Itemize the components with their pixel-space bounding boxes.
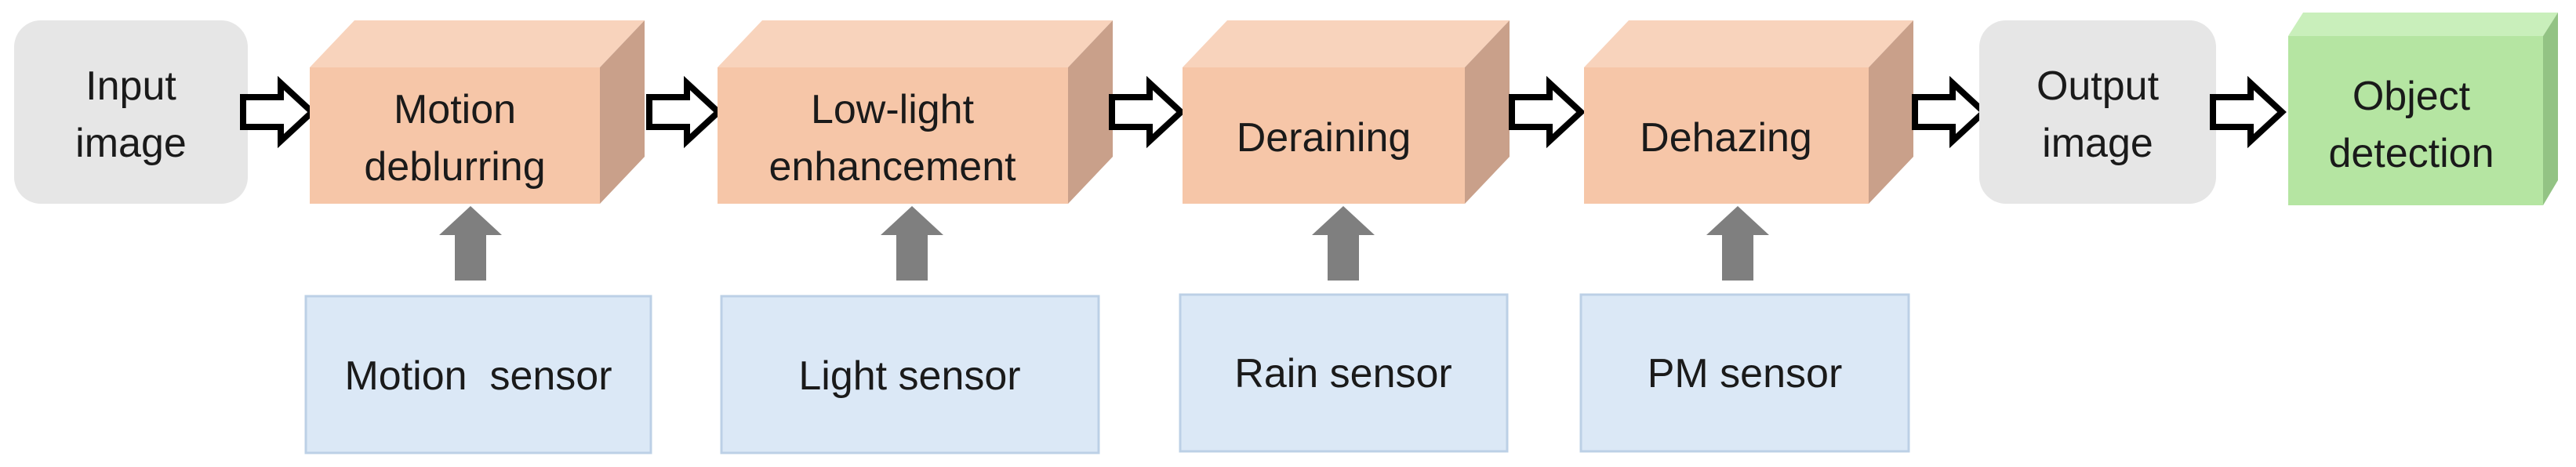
rain-sensor-box: Rain sensor: [1179, 293, 1509, 453]
output-image-label-line2: image: [2042, 121, 2153, 166]
sensor-arrow: [439, 206, 502, 281]
flow-arrow: [2210, 75, 2287, 149]
sensor-arrow: [1706, 206, 1769, 281]
input-image-label-line2: image: [75, 121, 187, 166]
object-detection-block: Object detection: [2288, 13, 2558, 205]
dehazing-block: Dehazing: [1584, 20, 1913, 204]
pm-sensor-box: PM sensor: [1579, 293, 1910, 453]
input-image-label-line1: Input: [85, 63, 176, 109]
sensor-arrow: [881, 206, 943, 281]
motion-deblurring-block: Motion deblurring: [310, 20, 645, 204]
flow-arrow: [1109, 75, 1186, 149]
pm-sensor-label: PM sensor: [1648, 351, 1843, 396]
light-sensor-label: Light sensor: [798, 353, 1020, 399]
flow-arrow: [646, 75, 723, 149]
output-image-label-line1: Output: [2036, 63, 2160, 109]
motion-sensor-label: Motion sensor: [344, 353, 612, 399]
object-detection-label-line2: detection: [2328, 131, 2494, 176]
dehazing-label: Dehazing: [1640, 115, 1812, 161]
deraining-label: Deraining: [1237, 115, 1412, 161]
deraining-block: Deraining: [1183, 20, 1510, 204]
flow-arrow: [240, 75, 317, 149]
sensor-arrow: [1312, 206, 1375, 281]
rain-sensor-label: Rain sensor: [1234, 351, 1451, 396]
output-image-box: Output image: [1979, 20, 2216, 204]
motion-deblurring-label-line1: Motion: [394, 87, 516, 132]
lowlight-enhancement-label-line1: Low-light: [811, 87, 975, 132]
flow-arrow: [1509, 75, 1586, 149]
input-image-box: Input image: [14, 20, 248, 204]
light-sensor-box: Light sensor: [720, 295, 1100, 454]
lowlight-enhancement-label-line2: enhancement: [768, 144, 1016, 190]
object-detection-label-line1: Object: [2353, 74, 2471, 119]
motion-deblurring-label-line2: deblurring: [364, 144, 545, 190]
motion-sensor-box: Motion sensor: [304, 295, 652, 454]
flow-arrow: [1912, 75, 1989, 149]
lowlight-enhancement-block: Low-light enhancement: [718, 20, 1113, 204]
